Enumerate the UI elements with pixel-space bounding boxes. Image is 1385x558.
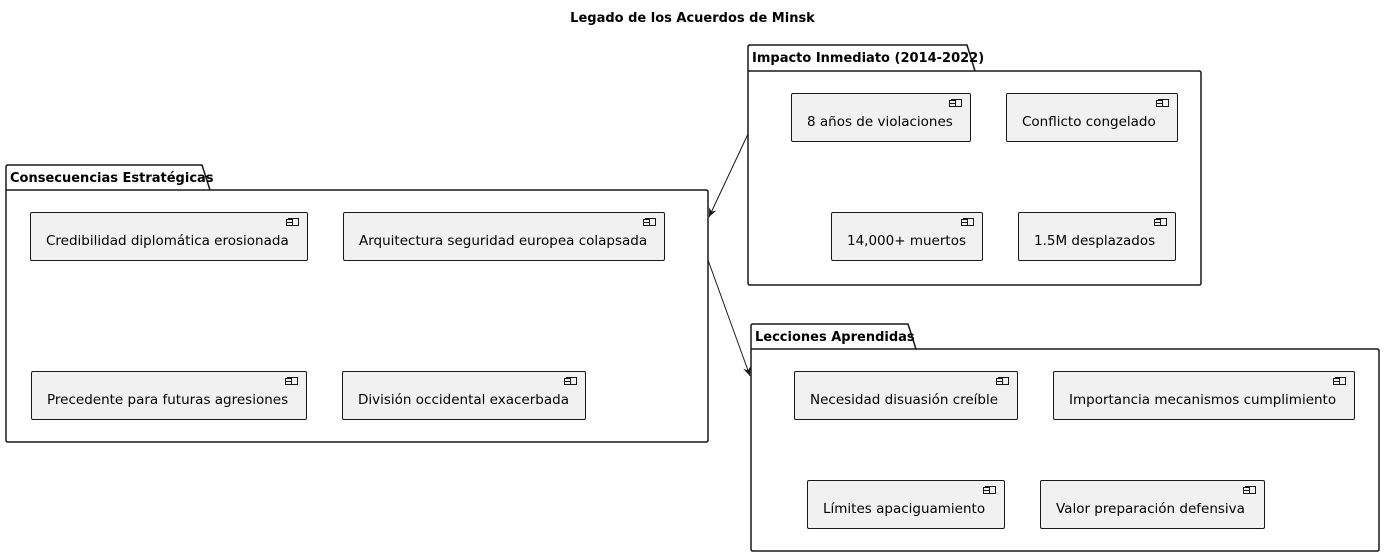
- component: Arquitectura seguridad europea colapsada: [343, 212, 665, 261]
- component: 8 años de violaciones: [791, 93, 971, 142]
- component-label: División occidental exacerbada: [358, 391, 569, 408]
- package-impacto-outline: [747, 44, 1202, 286]
- component-label: Necesidad disuasión creíble: [810, 391, 999, 408]
- diagram-title: Legado de los Acuerdos de Minsk: [570, 11, 815, 26]
- component: Valor preparación defensiva: [1040, 480, 1265, 529]
- component-label: 1.5M desplazados: [1034, 232, 1156, 249]
- component: Necesidad disuasión creíble: [794, 371, 1018, 420]
- component-label: Valor preparación defensiva: [1056, 500, 1245, 517]
- component-icon: [1154, 218, 1167, 226]
- component-label: Credibilidad diplomática erosionada: [46, 232, 289, 249]
- component-icon: [1156, 99, 1169, 107]
- component: Credibilidad diplomática erosionada: [30, 212, 308, 261]
- component-icon: [286, 218, 299, 226]
- component-icon: [643, 218, 656, 226]
- component: Límites apaciguamiento: [807, 480, 1005, 529]
- edge-consecuencias-to-lecciones: [707, 259, 751, 377]
- component: División occidental exacerbada: [342, 371, 586, 420]
- edge-impacto-to-consecuencias: [708, 133, 749, 218]
- component-icon: [285, 377, 298, 385]
- package-lecciones-outline: [750, 323, 1380, 552]
- component-label: 14,000+ muertos: [847, 232, 966, 249]
- component: Conflicto congelado: [1006, 93, 1178, 142]
- component: Precedente para futuras agresiones: [31, 371, 307, 420]
- component-icon: [1333, 377, 1346, 385]
- component-icon: [996, 377, 1009, 385]
- component-label: 8 años de violaciones: [807, 113, 953, 130]
- component-icon: [961, 218, 974, 226]
- component-icon: [983, 486, 996, 494]
- component-icon: [1243, 486, 1256, 494]
- component-label: Precedente para futuras agresiones: [47, 391, 289, 408]
- component: Importancia mecanismos cumplimiento: [1053, 371, 1355, 420]
- component: 14,000+ muertos: [831, 212, 983, 261]
- component-label: Importancia mecanismos cumplimiento: [1069, 391, 1337, 408]
- package-title-consecuencias: Consecuencias Estratégicas: [10, 171, 214, 186]
- component-label: Arquitectura seguridad europea colapsada: [359, 232, 648, 249]
- component: 1.5M desplazados: [1018, 212, 1176, 261]
- component-icon: [564, 377, 577, 385]
- package-title-impacto: Impacto Inmediato (2014-2022): [752, 51, 985, 66]
- component-label: Límites apaciguamiento: [823, 500, 986, 517]
- component-icon: [949, 99, 962, 107]
- component-label: Conflicto congelado: [1022, 113, 1156, 130]
- package-title-lecciones: Lecciones Aprendidas: [755, 330, 915, 345]
- package-consecuencias-outline: [5, 164, 709, 443]
